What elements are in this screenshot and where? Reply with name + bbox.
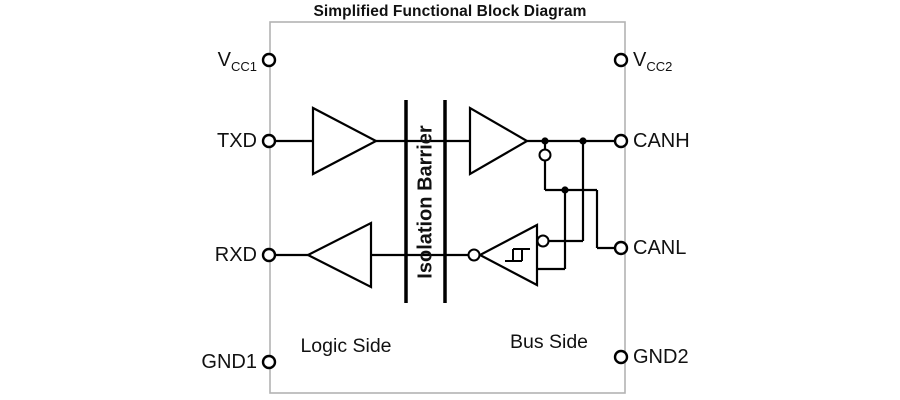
rxd-logic-buffer-triangle <box>305 221 373 289</box>
gnd2-pin-circle <box>613 349 629 365</box>
receiver-output-bubble <box>467 248 481 262</box>
vcc1-pin-circle <box>261 52 277 68</box>
junction-dot <box>561 186 569 194</box>
inversion-bubbles <box>467 148 552 262</box>
canh-pin-circle <box>613 133 629 149</box>
pin-label-vcc2: VCC2 <box>633 47 673 74</box>
junction-dot <box>541 137 549 145</box>
bus-driver-triangle <box>468 106 530 176</box>
isolation-barrier-label: Isolation Barrier <box>414 125 437 279</box>
bus-receiver-triangle <box>477 223 539 287</box>
isolation-barrier-lines <box>404 100 447 303</box>
canl-inverter-bubble <box>538 148 552 162</box>
component-boundary-box <box>269 21 626 394</box>
gnd1-pin-circle <box>261 354 277 370</box>
pin-label-txd: TXD <box>217 130 257 152</box>
pin-label-vcc1-main: V <box>217 49 231 71</box>
diagram-title: Simplified Functional Block Diagram <box>313 3 587 20</box>
rxd-pin-circle <box>261 247 277 263</box>
pin-label-gnd2: GND2 <box>633 346 689 368</box>
pin-label-canh: CANH <box>633 130 690 152</box>
logic-side-label: Logic Side <box>300 335 392 357</box>
bus-side-label: Bus Side <box>509 331 589 353</box>
txd-pin-circle <box>261 133 277 149</box>
pin-terminals <box>261 52 629 370</box>
canl-pin-circle <box>613 240 629 256</box>
pin-label-vcc2-sub: CC2 <box>646 59 673 74</box>
txd-logic-buffer-triangle <box>311 106 379 176</box>
receiver-input-bubble <box>536 234 550 248</box>
pin-label-rxd: RXD <box>214 244 257 266</box>
pin-label-vcc2-main: V <box>633 49 647 71</box>
signal-wires <box>275 139 615 271</box>
pin-label-vcc1: VCC1 <box>137 47 257 74</box>
junction-dot <box>579 137 587 145</box>
vcc2-pin-circle <box>613 52 629 68</box>
pin-label-gnd1: GND1 <box>201 351 257 373</box>
pin-label-vcc1-sub: CC1 <box>230 59 257 74</box>
pin-label-canl: CANL <box>633 237 687 259</box>
buffer-triangles <box>305 106 539 289</box>
hysteresis-icon <box>505 248 530 262</box>
junction-dots <box>541 137 587 194</box>
